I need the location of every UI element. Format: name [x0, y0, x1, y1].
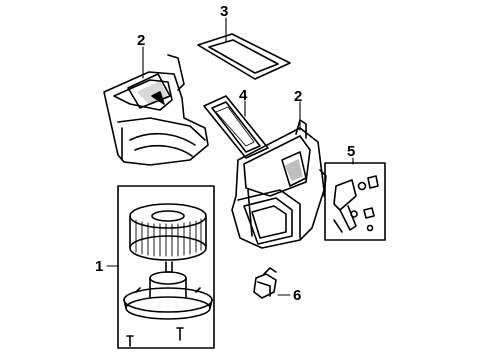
gasket-part-3	[197, 33, 291, 80]
callout-1: 1	[95, 258, 103, 275]
callout-labels: 1 2 2 3 4 5 6	[95, 3, 355, 304]
resistor-kit-part-5	[324, 162, 386, 241]
callout-3: 3	[220, 3, 228, 20]
callout-2-upper: 2	[137, 32, 145, 49]
blower-motor-part-1	[117, 185, 215, 349]
resistor-part-6	[253, 267, 277, 299]
callout-6: 6	[293, 287, 301, 304]
upper-housing-part-2	[103, 54, 209, 166]
leader-lines	[106, 17, 354, 296]
lower-housing-part-2	[231, 119, 327, 249]
callout-4: 4	[239, 87, 248, 104]
filter-part-4	[203, 95, 269, 159]
callout-2-lower: 2	[294, 88, 302, 105]
callout-5: 5	[347, 143, 355, 160]
